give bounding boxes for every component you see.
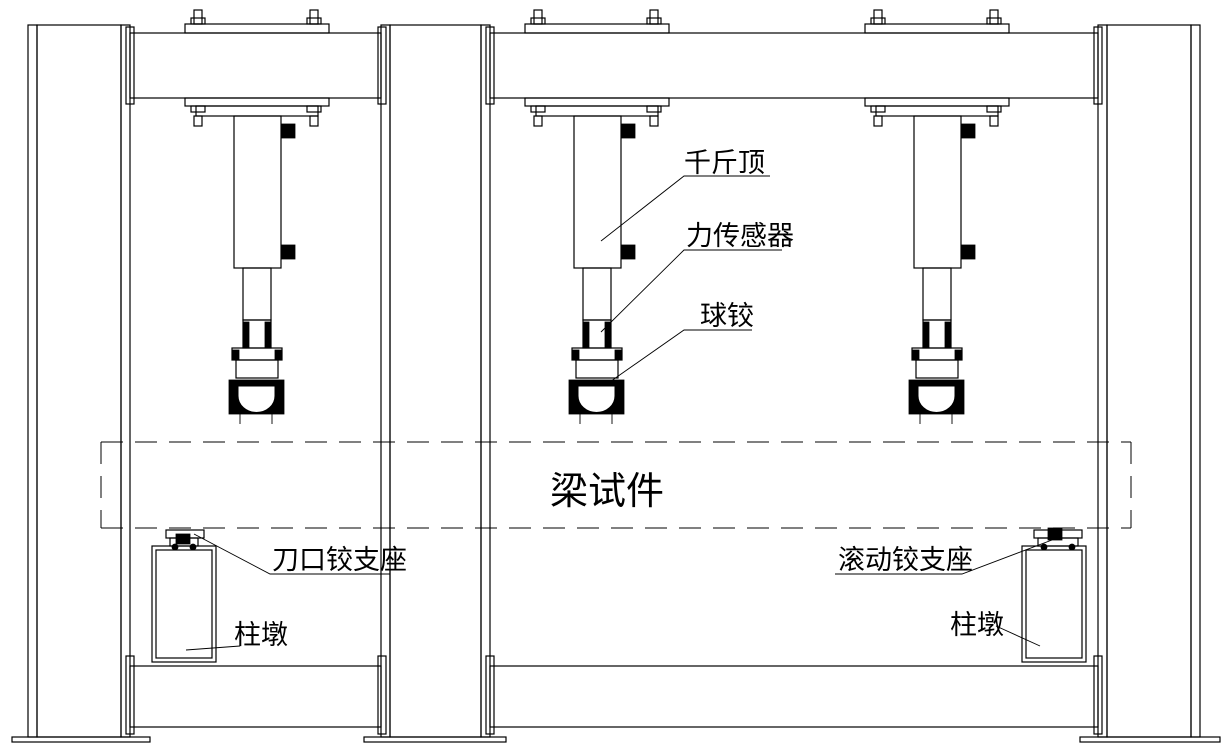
- label-pier-left: 柱墩: [234, 620, 288, 651]
- top-crossbeams: [125, 26, 1103, 105]
- label-beam-specimen: 梁试件: [550, 469, 664, 513]
- right-column: [1097, 24, 1201, 738]
- roller-hinge-support: [1033, 527, 1083, 551]
- bolt-icon: [190, 9, 322, 127]
- label-force-sensor: 力传感器: [686, 221, 794, 252]
- pier-left: [151, 545, 217, 663]
- knife-hinge-support: [165, 529, 205, 551]
- left-column: [27, 24, 131, 738]
- leader-lines: [185, 175, 1053, 651]
- bottom-crossbeams: [125, 655, 1103, 735]
- beam-specimen: [100, 441, 1132, 529]
- label-knife-hinge-support: 刀口铰支座: [272, 545, 407, 576]
- pier-right: [1021, 545, 1087, 663]
- middle-column: [380, 24, 491, 738]
- label-jack: 千斤顶: [684, 148, 765, 179]
- label-ball-hinge: 球铰: [700, 301, 754, 332]
- jack-assembly: [184, 9, 330, 424]
- base-plates: [11, 736, 1221, 743]
- label-pier-right: 柱墩: [950, 610, 1004, 641]
- label-roller-hinge-support: 滚动铰支座: [838, 545, 973, 576]
